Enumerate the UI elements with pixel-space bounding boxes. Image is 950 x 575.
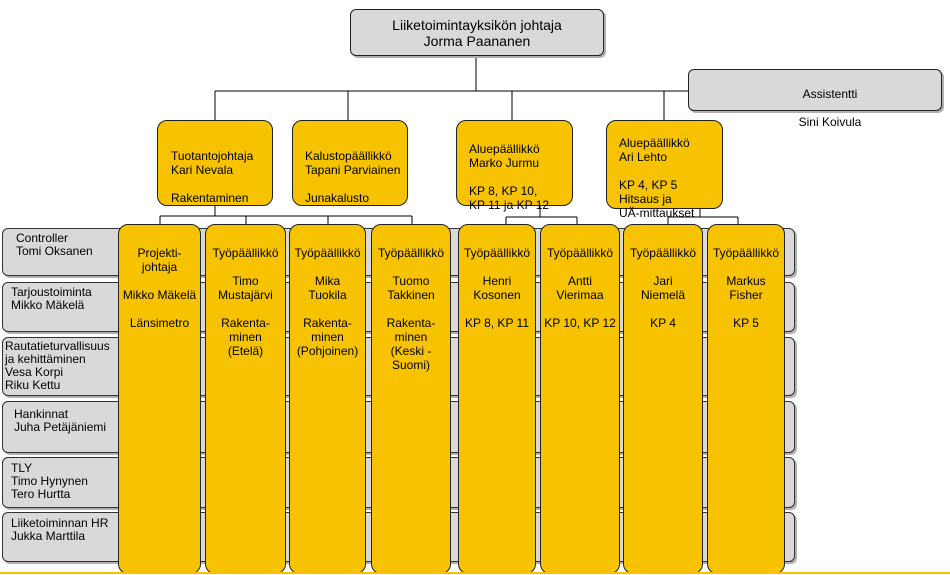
column-kosonen: Työpäällikkö Henri Kosonen KP 8, KP 11: [458, 224, 536, 574]
director-box: Liiketoimintayksikön johtaja Jorma Paana…: [350, 9, 604, 56]
row-label: Liiketoiminnan HR Jukka Marttila: [11, 516, 109, 543]
assistant-name: Sini Koivula: [798, 115, 862, 129]
manager-text: Kalustopäällikkö Tapani Parviainen Junak…: [305, 149, 401, 205]
manager-box-area-lehto: Aluepäällikkö Ari Lehto KP 4, KP 5 Hitsa…: [606, 120, 723, 220]
column-text: Työpäällikkö Mika Tuokila Rakenta- minen…: [294, 246, 361, 358]
manager-box-area-jurmu: Aluepäällikkö Marko Jurmu KP 8, KP 10, K…: [456, 120, 573, 212]
row-label: Hankinnat Juha Petäjäniemi: [14, 407, 107, 434]
column-text: Työpäällikkö Antti Vierimaa KP 10, KP 12: [544, 246, 616, 330]
column-text: Työpäällikkö Timo Mustajärvi Rakenta- mi…: [212, 246, 279, 358]
column-text: Työpäällikkö Tuomo Takkinen Rakenta- min…: [377, 246, 445, 372]
column-text: Työpäällikkö Henri Kosonen KP 8, KP 11: [463, 246, 531, 330]
assistant-box: Assistentti Sini Koivula: [688, 69, 942, 129]
column-text: Työpäällikkö Markus Fisher KP 5: [712, 246, 780, 330]
column-takkinen: Työpäällikkö Tuomo Takkinen Rakenta- min…: [371, 224, 451, 574]
column-fisher: Työpäällikkö Markus Fisher KP 5: [707, 224, 785, 574]
column-text: Työpäällikkö Jari Niemelä KP 4: [629, 246, 697, 330]
row-label: Rautatieturvallisuus ja kehittäminen Ves…: [5, 339, 110, 392]
bottom-rule: [0, 572, 950, 574]
column-text: Projekti- johtaja Mikko Mäkelä Länsimetr…: [122, 246, 197, 330]
director-title: Liiketoimintayksikön johtaja: [392, 17, 562, 33]
manager-box-production: Tuotantojohtaja Kari Nevala Rakentaminen: [157, 120, 273, 206]
row-label: Tarjoustoiminta Mikko Mäkelä: [11, 285, 92, 312]
manager-text: Aluepäällikkö Ari Lehto KP 4, KP 5 Hitsa…: [619, 136, 695, 220]
manager-text: Aluepäällikkö Marko Jurmu KP 8, KP 10, K…: [469, 142, 550, 212]
column-niemela: Työpäällikkö Jari Niemelä KP 4: [623, 224, 703, 574]
column-vierimaa: Työpäällikkö Antti Vierimaa KP 10, KP 12: [540, 224, 620, 574]
row-label: Controller Tomi Oksanen: [16, 231, 93, 258]
manager-box-fleet: Kalustopäällikkö Tapani Parviainen Junak…: [292, 120, 408, 206]
column-mustajarvi: Työpäällikkö Timo Mustajärvi Rakenta- mi…: [205, 224, 286, 574]
manager-text: Tuotantojohtaja Kari Nevala Rakentaminen: [171, 149, 254, 205]
row-label: TLY Timo Hynynen Tero Hurtta: [11, 461, 88, 501]
assistant-title: Assistentti: [802, 87, 858, 101]
column-project-director: Projekti- johtaja Mikko Mäkelä Länsimetr…: [118, 224, 201, 574]
column-tuokila: Työpäällikkö Mika Tuokila Rakenta- minen…: [289, 224, 366, 574]
director-name: Jorma Paananen: [423, 33, 531, 49]
